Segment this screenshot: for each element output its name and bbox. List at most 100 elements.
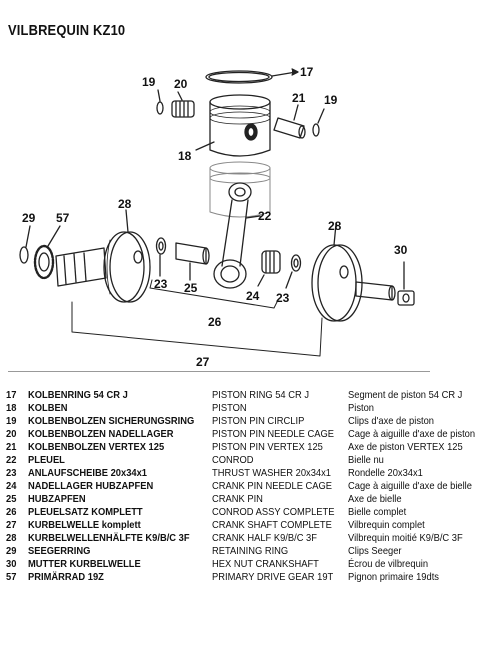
piston-pin-part [273,104,306,139]
piston-pin-needle-cage-part [171,91,195,118]
part-name-english: THRUST WASHER 20x34x1 [212,467,348,480]
part-name-french-text: Écrou de vilbrequin [348,559,429,570]
crank-pin-part [175,242,210,281]
part-name-german: KOLBENBOLZEN SICHERUNGSRING [28,415,213,428]
part-name-german-text: MUTTER KURBELWELLE [27,559,141,570]
part-number-text: 17 [6,390,17,401]
part-number-text: 20 [6,429,17,440]
part-name-french-text: Rondelle 20x34x1 [348,468,424,479]
part-name-german: HUBZAPFEN [28,493,213,506]
part-number-text: 18 [6,403,17,414]
part-name-german-text: SEEGERRING [27,546,91,557]
part-name-english: PISTON PIN NEEDLE CAGE [212,428,348,441]
part-name-french-text: Axe de piston VERTEX 125 [348,442,464,453]
part-name-english-text: PISTON PIN NEEDLE CAGE [212,429,335,440]
callout-17: 17 [300,65,314,79]
part-number: 24 [6,480,28,493]
bracket-crankshaft-complete [71,301,323,357]
part-name-german-text: HUBZAPFEN [27,494,86,505]
part-number-text: 23 [6,468,17,479]
part-name-german-text: PLEUELSATZ KOMPLETT [27,507,143,518]
part-name-english: HEX NUT CRANKSHAFT [212,558,348,571]
part-name-english: CRANK HALF K9/B/C 3F [212,532,348,545]
piston-part [195,94,271,157]
part-number: 19 [6,415,28,428]
part-name-german-text: ANLAUFSCHEIBE 20x34x1 [27,468,147,479]
part-name-english-text: CRANK SHAFT COMPLETE [212,520,333,531]
part-name-german: KOLBENRING 54 CR J [28,389,213,402]
part-number: 21 [6,441,28,454]
part-name-french: Segment de piston 54 CR J [348,389,500,402]
part-name-french: Cage à aiguille d'axe de piston [348,428,500,441]
part-number-text: 27 [6,520,17,531]
part-name-english: PRIMARY DRIVE GEAR 19T [212,571,348,584]
part-name-english-text: RETAINING RING [212,546,289,557]
part-name-english: CONROD [212,454,348,467]
piston-ring-part [205,68,299,84]
page-title: VILBREQUIN KZ10 [8,22,126,39]
part-name-german-text: KOLBENBOLZEN VERTEX 125 [27,442,164,453]
part-name-french-text: Clips Seeger [348,546,403,557]
part-name-french: Bielle nu [348,454,500,467]
part-number: 26 [6,506,28,519]
callout-25: 25 [184,281,198,295]
part-number-text: 30 [6,559,17,570]
thrust-washer-right-part [285,254,302,289]
part-name-french: Vilbrequin complet [348,519,500,532]
circlip-right-part [312,108,325,137]
callout-23-left: 23 [154,277,168,291]
part-number-text: 21 [6,442,17,453]
part-number-text: 25 [6,494,17,505]
part-number: 29 [6,545,28,558]
part-name-french: Pignon primaire 19dts [348,571,500,584]
part-row: 21 KOLBENBOLZEN VERTEX 125 PISTON PIN VERT… [6,441,500,454]
part-number: 20 [6,428,28,441]
part-name-german: MUTTER KURBELWELLE [28,558,213,571]
part-name-english-text: CRANK PIN [212,494,264,505]
callout-18: 18 [178,149,192,163]
part-name-french: Rondelle 20x34x1 [348,467,500,480]
part-name-english-text: PISTON PIN VERTEX 125 [212,442,324,453]
part-name-english: PISTON RING 54 CR J [212,389,348,402]
part-name-english-text: THRUST WASHER 20x34x1 [212,468,332,479]
callout-28-left: 28 [118,197,132,211]
callout-27: 27 [196,355,210,369]
crank-half-left-part [55,209,151,303]
part-name-german-text: KOLBENRING 54 CR J [27,390,128,401]
exploded-view-diagram: 17 18 19 19 20 21 22 23 23 24 25 26 27 2… [19,65,415,369]
part-name-english: PISTON PIN VERTEX 125 [212,441,348,454]
part-name-french-text: Vilbrequin complet [348,520,426,531]
part-row: 23 ANLAUFSCHEIBE 20x34x1 THRUST WASHER 20x… [6,467,500,480]
callout-22: 22 [258,209,272,223]
part-name-french-text: Piston [348,403,375,414]
part-name-german: KOLBENBOLZEN NADELLAGER [28,428,213,441]
part-name-english-text: CONROD [212,455,254,466]
primary-drive-gear-part [33,225,61,280]
part-number-text: 57 [6,572,17,583]
callout-30: 30 [394,243,408,257]
part-name-english: PISTON PIN CIRCLIP [212,415,348,428]
conrod-part [213,182,261,289]
part-name-german: KOLBEN [28,402,213,415]
callout-20: 20 [174,77,188,91]
part-name-english: CONROD ASSY COMPLETE [212,506,348,519]
part-name-english-text: CONROD ASSY COMPLETE [212,507,335,518]
part-name-german-text: KURBELWELLENHÄLFTE K9/B/C 3F [27,533,190,544]
part-number: 27 [6,519,28,532]
callout-23-right: 23 [276,291,290,305]
part-name-french-text: Clips d'axe de piston [348,416,435,427]
part-number: 18 [6,402,28,415]
crank-half-right-part [311,223,396,322]
part-name-french: Vilbrequin moitié K9/B/C 3F [348,532,500,545]
part-name-english-text: HEX NUT CRANKSHAFT [212,559,320,570]
circlip-left-part [156,89,164,115]
part-number: 17 [6,389,28,402]
section-divider [8,371,430,372]
